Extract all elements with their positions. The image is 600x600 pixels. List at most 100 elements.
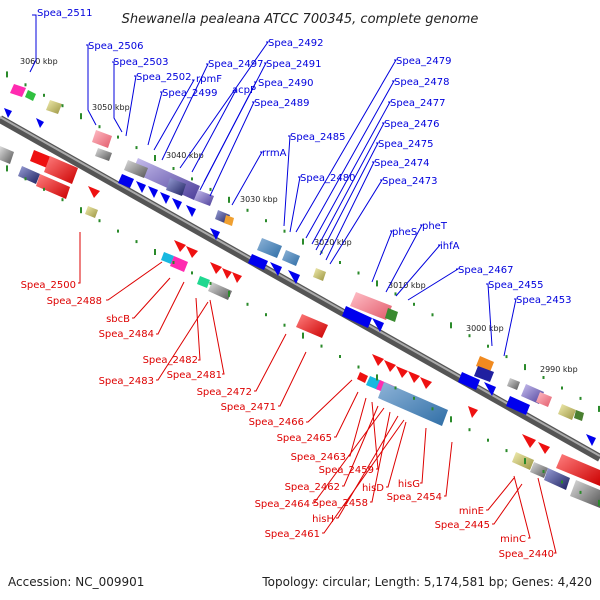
- scale-tick: [357, 365, 360, 369]
- scale-tick: [394, 292, 397, 296]
- scale-tick: [191, 271, 193, 275]
- reverse-gene-leaders: [78, 232, 557, 554]
- scale-tick: [339, 261, 341, 264]
- scale-tick: [561, 480, 563, 484]
- feature-box: [25, 90, 36, 101]
- gene-label: Spea_2511: [37, 8, 92, 19]
- gene-label: Spea_2477: [390, 98, 445, 109]
- scale-tick: [228, 290, 230, 297]
- scale-tick: [394, 386, 397, 390]
- scale-tick: [209, 187, 212, 191]
- feature-box: [257, 238, 282, 258]
- feature-box: [224, 215, 234, 226]
- feature-box: [10, 84, 26, 97]
- gene-label: Spea_2476: [384, 119, 439, 130]
- gene-label: Spea_2478: [394, 77, 449, 88]
- scale-tick: [98, 125, 101, 129]
- scale-tick: [561, 386, 563, 390]
- gene-label: Spea_2473: [382, 176, 437, 187]
- scale-tick: [468, 428, 471, 432]
- feature-box: [313, 268, 326, 281]
- scale-tick: [376, 280, 378, 287]
- gene-label: Spea_2455: [488, 280, 543, 291]
- feature-box: [507, 378, 520, 390]
- scale-tick: [43, 187, 45, 191]
- gene-label: hisH: [312, 514, 334, 525]
- scale-labels: 3060 kbp 3050 kbp 3040 kbp 3030 kbp 3020…: [20, 57, 578, 374]
- feature-box: [574, 410, 584, 421]
- scale-tick: [154, 249, 156, 255]
- gene-label: hisG: [398, 479, 420, 490]
- gene-label: Spea_2472: [197, 387, 252, 398]
- forward-gene-label-texts: Spea_2511 Spea_2506 Spea_2503 Spea_2502 …: [37, 8, 571, 306]
- gene-label: Spea_2491: [266, 59, 321, 70]
- scale-ticks: [6, 71, 600, 506]
- scale-label: 3020 kbp: [314, 238, 352, 247]
- gene-label: minC: [500, 534, 526, 545]
- gene-label: Spea_2492: [268, 38, 323, 49]
- scale-tick: [431, 313, 434, 317]
- feature-box: [194, 190, 214, 206]
- gene-label: Spea_2490: [258, 78, 313, 89]
- scale-tick: [135, 146, 138, 150]
- gene-label: Spea_2503: [113, 57, 168, 68]
- gene-label: acpP: [232, 85, 256, 96]
- scale-tick: [265, 313, 267, 317]
- scale-tick: [61, 104, 64, 108]
- genome-summary-text: Topology: circular; Length: 5,174,581 bp…: [261, 575, 592, 589]
- scale-tick: [246, 302, 249, 306]
- forward-gene-labels: [29, 14, 517, 357]
- scale-tick: [431, 407, 434, 411]
- gene-label: Spea_2465: [277, 433, 332, 444]
- feature-box: [558, 404, 576, 420]
- scale-tick: [246, 208, 249, 212]
- gene-label: Spea_2489: [254, 98, 309, 109]
- scale-label: 3050 kbp: [92, 103, 130, 112]
- scale-tick: [24, 83, 27, 87]
- scale-tick: [450, 416, 452, 423]
- gene-label: Spea_2440: [499, 549, 554, 560]
- scale-tick: [579, 396, 582, 400]
- scale-tick: [228, 196, 230, 203]
- gene-label: Spea_2497: [208, 59, 263, 70]
- gene-label: Spea_2499: [162, 88, 217, 99]
- scale-tick: [450, 322, 452, 329]
- scale-tick: [135, 240, 138, 244]
- gene-label: Spea_2506: [88, 41, 143, 52]
- feature-box: [132, 158, 200, 200]
- scale-tick: [6, 71, 8, 78]
- scale-tick: [320, 344, 323, 348]
- scale-tick: [117, 135, 119, 139]
- gene-label: minE: [459, 506, 484, 517]
- feature-box: [476, 356, 494, 372]
- gene-label: sbcB: [106, 314, 130, 325]
- gene-label: ihfA: [440, 241, 460, 252]
- scale-tick: [505, 449, 508, 453]
- scale-tick: [524, 458, 526, 465]
- gene-label: hisD: [362, 483, 384, 494]
- scale-tick: [542, 470, 545, 473]
- scale-tick: [80, 113, 82, 120]
- gene-label: Spea_2467: [458, 265, 513, 276]
- gene-label: Spea_2453: [516, 295, 571, 306]
- gene-label: Spea_2459: [319, 465, 374, 476]
- scale-tick: [209, 281, 212, 285]
- gene-label: Spea_2454: [387, 492, 442, 503]
- feature-box: [350, 292, 392, 320]
- scale-label: 3040 kbp: [166, 151, 204, 160]
- gene-label: pheS: [392, 227, 417, 238]
- gene-label: Spea_2463: [291, 452, 346, 463]
- gene-label: Spea_2482: [143, 355, 198, 366]
- gene-label: Spea_2464: [255, 499, 310, 510]
- scale-tick: [357, 271, 360, 275]
- scale-tick: [283, 229, 286, 233]
- scale-tick: [117, 229, 119, 233]
- scale-tick: [598, 499, 600, 506]
- map-title: Shewanella pealeana ATCC 700345, complet…: [122, 12, 479, 27]
- feature-box: [95, 148, 112, 161]
- gene-label: Spea_2462: [285, 482, 340, 493]
- scale-tick: [376, 374, 378, 381]
- scale-tick: [524, 364, 526, 371]
- gene-label: Spea_2481: [167, 370, 222, 381]
